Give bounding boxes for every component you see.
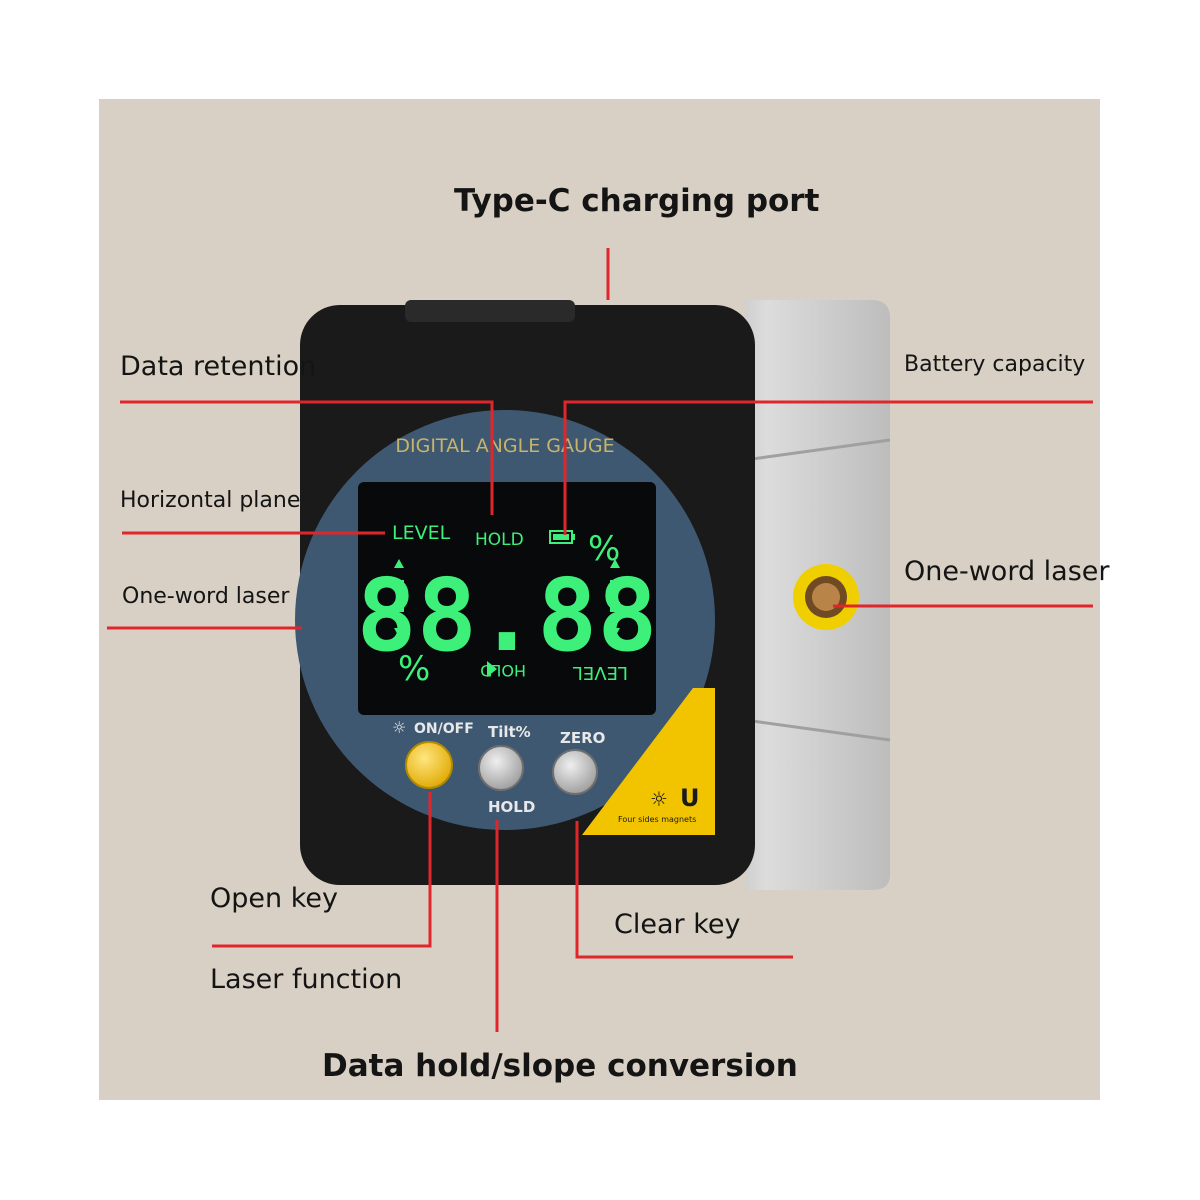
tilt-label: Tilt% xyxy=(488,723,531,741)
device: U ☼ Four sides magnets DIGITAL ANGLE GAU… xyxy=(295,300,891,890)
tilt-indicator-right xyxy=(610,559,620,637)
callout-type-c-port: Type-C charging port xyxy=(454,183,820,219)
speaker-icon xyxy=(487,661,497,677)
tilt-indicator-left xyxy=(394,559,404,637)
callout-laser-function: Laser function xyxy=(210,964,403,995)
callout-clear-key: Clear key xyxy=(614,909,741,940)
aluminum-groove xyxy=(744,438,891,462)
callout-one-word-laser-left: One-word laser xyxy=(122,584,290,609)
lcd-percent-bottom: % xyxy=(398,649,430,689)
brand-text: DIGITAL ANGLE GAUGE xyxy=(395,435,614,457)
lcd-hold-label: HOLD xyxy=(475,530,524,550)
lcd-mirrored-level: LEVEL xyxy=(573,662,628,683)
magnet-icon: ☼ xyxy=(650,787,668,811)
on-off-button[interactable] xyxy=(405,741,453,789)
callout-data-retention: Data retention xyxy=(120,351,317,382)
tilt-hold-button[interactable] xyxy=(478,745,524,791)
callout-horizontal-plane: Horizontal plane xyxy=(120,488,301,513)
hold-label: HOLD xyxy=(488,798,535,816)
top-notch xyxy=(405,300,575,322)
callout-data-hold-slope: Data hold/slope conversion xyxy=(322,1048,798,1084)
callout-battery-capacity: Battery capacity xyxy=(904,352,1086,377)
lcd-level-label: LEVEL xyxy=(392,522,451,544)
on-off-icon: ☼ xyxy=(392,718,406,737)
leader-lines xyxy=(107,248,1093,1032)
lcd-digits: 88.88 xyxy=(356,557,657,674)
battery-icon xyxy=(549,530,575,544)
callout-open-key: Open key xyxy=(210,883,338,914)
callout-one-word-laser-right: One-word laser xyxy=(904,556,1110,587)
laser-lens xyxy=(812,583,840,611)
aluminum-groove xyxy=(744,718,891,742)
lcd-screen xyxy=(358,482,656,715)
zero-button[interactable] xyxy=(552,749,598,795)
on-off-label: ON/OFF xyxy=(414,721,474,737)
zero-label: ZERO xyxy=(560,729,605,747)
magnet-symbol: U xyxy=(680,784,700,812)
magnet-text: Four sides magnets xyxy=(618,815,696,824)
magnet-corner xyxy=(582,688,715,835)
